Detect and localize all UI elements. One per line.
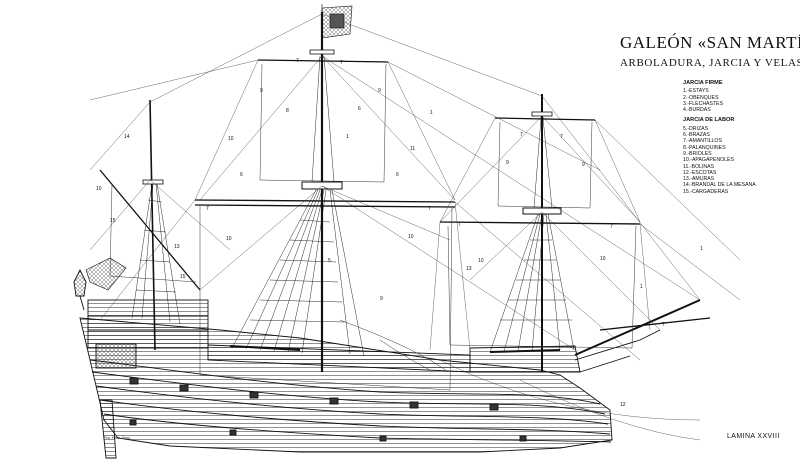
- svg-text:9: 9: [380, 296, 383, 302]
- legend-item: 5.-DRIZAS: [683, 125, 709, 132]
- legend-item: 8.-PALANQUINES: [683, 144, 726, 151]
- legend-heading-running: JARCIA DE LABOR: [683, 117, 735, 124]
- svg-text:6: 6: [396, 172, 399, 178]
- svg-text:15: 15: [180, 274, 186, 280]
- svg-text:7: 7: [662, 322, 665, 328]
- svg-text:1: 1: [346, 134, 349, 140]
- svg-text:9: 9: [506, 160, 509, 166]
- svg-text:7: 7: [560, 134, 563, 140]
- svg-text:8: 8: [286, 108, 289, 114]
- chart-title: GALEÓN «SAN MARTÍN»: [620, 33, 800, 52]
- legend-item: 4.-BURDAS: [683, 107, 711, 114]
- svg-text:13: 13: [174, 244, 180, 250]
- svg-text:7: 7: [520, 132, 523, 138]
- legend-item: 11.-BOLINAS: [683, 163, 715, 170]
- svg-text:9: 9: [582, 162, 585, 168]
- svg-text:10: 10: [228, 136, 234, 142]
- svg-text:1: 1: [700, 246, 703, 252]
- legend-item: 7.-AMANTILLOS: [683, 138, 722, 145]
- legend-item: 9.-BRIOLES: [683, 150, 712, 157]
- svg-text:10: 10: [408, 234, 414, 240]
- svg-text:9: 9: [378, 88, 381, 94]
- svg-text:7: 7: [206, 206, 209, 212]
- shrouds: [131, 55, 575, 357]
- rigging: [89, 13, 741, 441]
- svg-text:11: 11: [410, 146, 415, 152]
- rigging-legend: JARCIA FIRME 1.-ESTAYS 2.-OBENQUES 3.-FL…: [683, 76, 795, 195]
- chart-subtitle: ARBOLADURA, JARCIA Y VELAS: [620, 57, 800, 69]
- legend-item: 14.-BRANDAL DE LA MESANA: [683, 182, 756, 189]
- svg-text:15: 15: [110, 218, 116, 224]
- legend-item: 12.-ESCOTAS: [683, 169, 717, 176]
- plate-number: LAMINA XXVIII: [727, 433, 780, 440]
- svg-text:6: 6: [358, 106, 361, 112]
- svg-text:9: 9: [260, 88, 263, 94]
- svg-text:7: 7: [428, 206, 431, 212]
- svg-text:7: 7: [458, 222, 461, 228]
- svg-text:1: 1: [430, 110, 433, 116]
- svg-text:5: 5: [328, 258, 331, 264]
- legend-heading-standing: JARCIA FIRME: [683, 80, 723, 86]
- svg-text:10: 10: [96, 186, 102, 192]
- yards: [99, 59, 711, 331]
- sails: [109, 63, 637, 391]
- legend-item: 10.-APAGAPENOLES: [683, 157, 734, 164]
- legend-item: 13.-AMURAS: [683, 176, 715, 183]
- svg-text:12: 12: [620, 402, 626, 408]
- svg-text:7: 7: [296, 58, 299, 64]
- artist-signature: Fco. Fdez. Gonz.: [104, 436, 131, 440]
- svg-text:1: 1: [640, 284, 643, 290]
- legend-item: 1.-ESTAYS: [683, 88, 709, 95]
- legend-item: 6.-BRAZAS: [683, 132, 710, 139]
- hull: [73, 268, 661, 459]
- svg-text:14: 14: [124, 134, 130, 140]
- legend-item: 3.-FLECHASTES: [683, 100, 724, 107]
- flags: [85, 4, 353, 291]
- legend-item: 15.-CARGADERAS: [683, 188, 729, 195]
- svg-text:7: 7: [610, 224, 613, 230]
- svg-text:6: 6: [240, 172, 243, 178]
- legend-item: 2.-OBENQUES: [683, 94, 719, 101]
- svg-text:10: 10: [600, 256, 606, 262]
- svg-text:7: 7: [340, 60, 343, 66]
- svg-text:13: 13: [466, 266, 472, 272]
- svg-text:10: 10: [478, 258, 484, 264]
- svg-text:10: 10: [226, 236, 232, 242]
